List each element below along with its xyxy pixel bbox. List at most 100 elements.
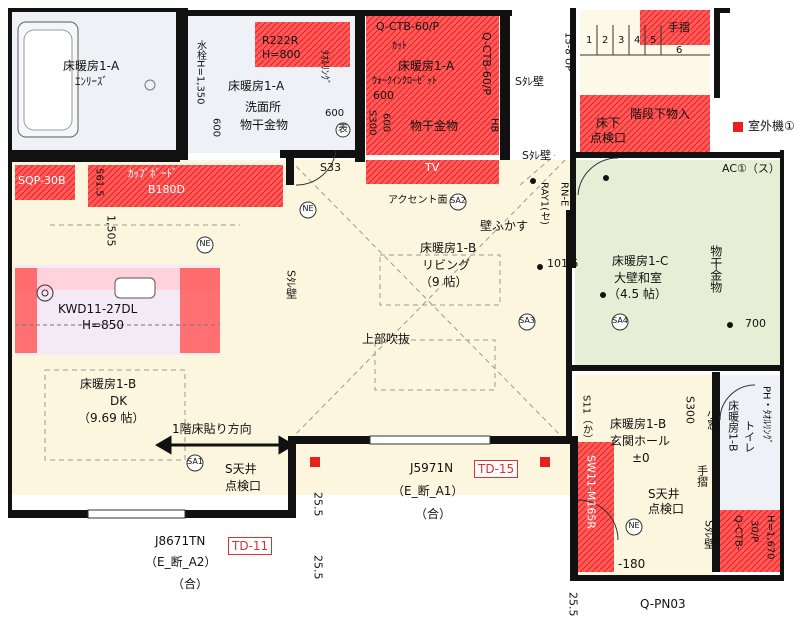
hall-s300: S300 (683, 396, 697, 424)
cupboard-size: B180D (148, 183, 186, 196)
hall-kosode: 小窓 (705, 408, 719, 430)
outdoor-unit-mark (733, 122, 743, 132)
outdoor-unit: 室外機① (748, 119, 795, 133)
ne-symbol-3: NE (628, 521, 640, 530)
r222r-label: R222R (262, 34, 299, 47)
washroom-dim-600b: 600 (325, 108, 345, 119)
tag-td11: TD-11 (228, 537, 273, 555)
window-j5971-code: J5971N (410, 461, 454, 475)
hall-tesuri: 手摺 (695, 465, 709, 487)
towel-ring: ﾀｵﾙﾘﾝｸﾞ (318, 50, 330, 85)
toilet-label: トイレ (742, 420, 756, 453)
stair-tesuri: 手摺 (668, 21, 690, 34)
rne-label: RN-E (558, 182, 570, 207)
qctb-vert-label: Q-CTB-60/P (480, 32, 493, 96)
hall-name: 床暖房1-B (610, 417, 667, 431)
faucet-height: 水栓H=1,350 (194, 40, 206, 105)
window-j8671-glass: （合） (172, 577, 209, 591)
door-swings (295, 149, 756, 541)
hall-ceiling-inspect-2: 点検口 (648, 502, 685, 516)
dim-5615: 561.5 (93, 168, 105, 197)
sqp-red (15, 165, 75, 200)
fukinuke-lines (44, 154, 566, 461)
qctb-bottom-l3: H=1,670 (764, 515, 776, 560)
dim-255a: 25.5 (311, 492, 325, 517)
window-j5971-sub: （E_断_A1） (392, 484, 464, 498)
walkin-hoshi: 物干金物 (410, 119, 459, 133)
walkin-label: ｳｫｰｸｲﾝｸﾛｰｾﾞｯﾄ (372, 76, 437, 87)
tare-wall-hall: Sﾀﾚ壁 (702, 520, 716, 549)
omote-mark: 表 (338, 124, 348, 135)
bath-sub: ｴﾝﾘｰｽﾞ (75, 75, 108, 88)
tv-label: TV (425, 161, 440, 174)
qctb-top-label: Q-CTB-60/P (376, 20, 440, 33)
dim-minus-180: -180 (618, 557, 646, 571)
flooring-direction-arrow (155, 435, 295, 455)
accent-wall: アクセント面 (388, 195, 448, 206)
toilet-name: 床暖房1-B (726, 400, 740, 452)
step-3: 3 (618, 35, 625, 46)
living-name: 床暖房1-B (420, 241, 477, 255)
sa1-symbol: SA1 (187, 457, 203, 466)
step-4: 4 (634, 35, 641, 46)
ne-symbol-2: NE (302, 204, 314, 213)
japanese-label: 大壁和室 (614, 271, 663, 285)
walkin-dim-600: 600 (373, 89, 394, 102)
hall-s11: S11（か） (580, 395, 592, 445)
fukinuke-label: 上部吹抜 (362, 332, 411, 346)
ne-symbol-1: NE (199, 239, 211, 248)
kabefukasu: 壁ふかす (480, 219, 529, 233)
dk-name: 床暖房1-B (80, 377, 137, 391)
living-size: （9 帖） (420, 275, 468, 289)
ceiling-inspect-2: 点検口 (225, 479, 262, 493)
kitchen-height: H=850 (82, 318, 124, 332)
tv-red (366, 160, 499, 184)
stair-under-red (580, 95, 710, 153)
sqp-label: SQP-30B (18, 174, 66, 187)
step-2: 2 (602, 35, 609, 46)
bath-name: 床暖房1-A (63, 59, 120, 73)
dk-size: （9.69 帖） (78, 411, 145, 425)
qctb-bottom-l1: Q-CTB- (732, 515, 744, 551)
qctb-top-cut: ｶｯﾄ (392, 41, 407, 52)
sw11-label: SW11-M165R (584, 455, 598, 529)
stair-under-storage: 階段下物入 (630, 107, 691, 121)
qpn-label: Q-PN03 (640, 597, 686, 611)
japanese-name: 床暖房1-C (612, 254, 669, 268)
ac-label: AC①（ス） (722, 162, 780, 175)
kitchen-red-right (180, 268, 220, 353)
hall-label: 玄関ホール (610, 434, 671, 448)
toilet-ph: PH・ﾀｵﾙﾘﾝｸﾞ (760, 386, 772, 445)
tare-wall-top: Sﾀﾚ壁 (515, 75, 544, 88)
step-6: 6 (676, 45, 683, 56)
japanese-dim-700: 700 (745, 317, 766, 330)
walkin-hb: HB (488, 118, 500, 133)
tare-wall-left: Sﾀﾚ壁 (284, 270, 298, 299)
s33-label: S33 (320, 161, 341, 174)
window-j5971-glass: （合） (415, 507, 452, 521)
ceiling-inspect-1: S天井 (225, 462, 257, 476)
kitchen-model: KWD11-27DL (58, 302, 138, 316)
kitchen-red-left (15, 268, 37, 353)
tare-wall-living: Sﾀﾚ壁 (522, 149, 551, 162)
washroom-label: 洗面所 (245, 100, 282, 114)
windows (87, 435, 491, 519)
washroom-hoshi: 物干金物 (240, 118, 289, 132)
living-label: リビング (422, 258, 471, 272)
dim-255b: 25.5 (311, 555, 325, 580)
qctb-bottom-l2: 30/P (748, 520, 760, 543)
window-j8671-sub: （E_断_A2） (145, 555, 217, 569)
walkin-s600: 600 (380, 113, 392, 133)
dim-1505: 1,505 (104, 215, 118, 247)
sa3-symbol: SA3 (519, 316, 535, 325)
sa4-symbol: SA4 (612, 316, 628, 325)
underfloor-inspect-1: 床下 (596, 116, 621, 130)
dim-255c: 25.5 (566, 592, 580, 617)
flooring-direction: 1階床貼り方向 (172, 422, 252, 436)
hall-ceiling-inspect-1: S天井 (648, 487, 680, 501)
cupboard-red (88, 165, 283, 207)
r222r-unit (255, 22, 350, 67)
hall-level: ±0 (632, 451, 650, 465)
tag-td15: TD-15 (474, 460, 519, 478)
